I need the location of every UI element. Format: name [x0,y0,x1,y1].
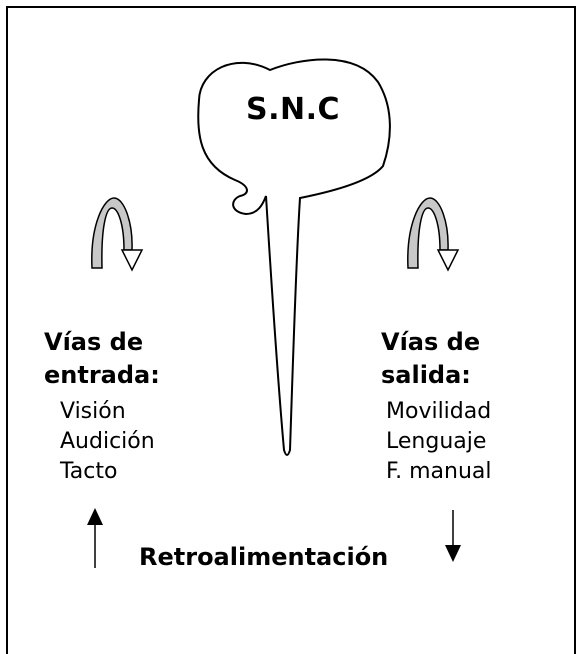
arrow-up-icon [87,508,103,568]
input-item-touch: Tacto [60,459,118,484]
output-item-language: Lenguaje [386,429,487,454]
input-pathways-list: Visión Audición Tacto [60,397,155,487]
cns-label: S.N.C [246,92,341,127]
output-item-mobility: Movilidad [386,399,492,424]
arrow-down-icon [445,510,461,562]
cns-shape [197,58,391,456]
output-heading-line1: Vías de [381,328,481,356]
right-curved-arrow-icon [407,197,460,272]
input-item-vision: Visión [60,399,126,424]
input-heading-line2: entrada: [44,361,160,389]
input-heading-line1: Vías de [44,328,144,356]
output-item-manual: F. manual [386,459,492,484]
diagram-frame [6,6,576,654]
output-pathways-list: Movilidad Lenguaje F. manual [386,397,492,487]
output-heading-line2: salida: [381,361,471,389]
feedback-label: Retroalimentación [139,543,389,571]
left-curved-arrow-icon [91,197,144,272]
input-pathways-heading: Vías de entrada: [44,326,160,392]
input-item-hearing: Audición [60,429,155,454]
output-pathways-heading: Vías de salida: [381,326,480,392]
